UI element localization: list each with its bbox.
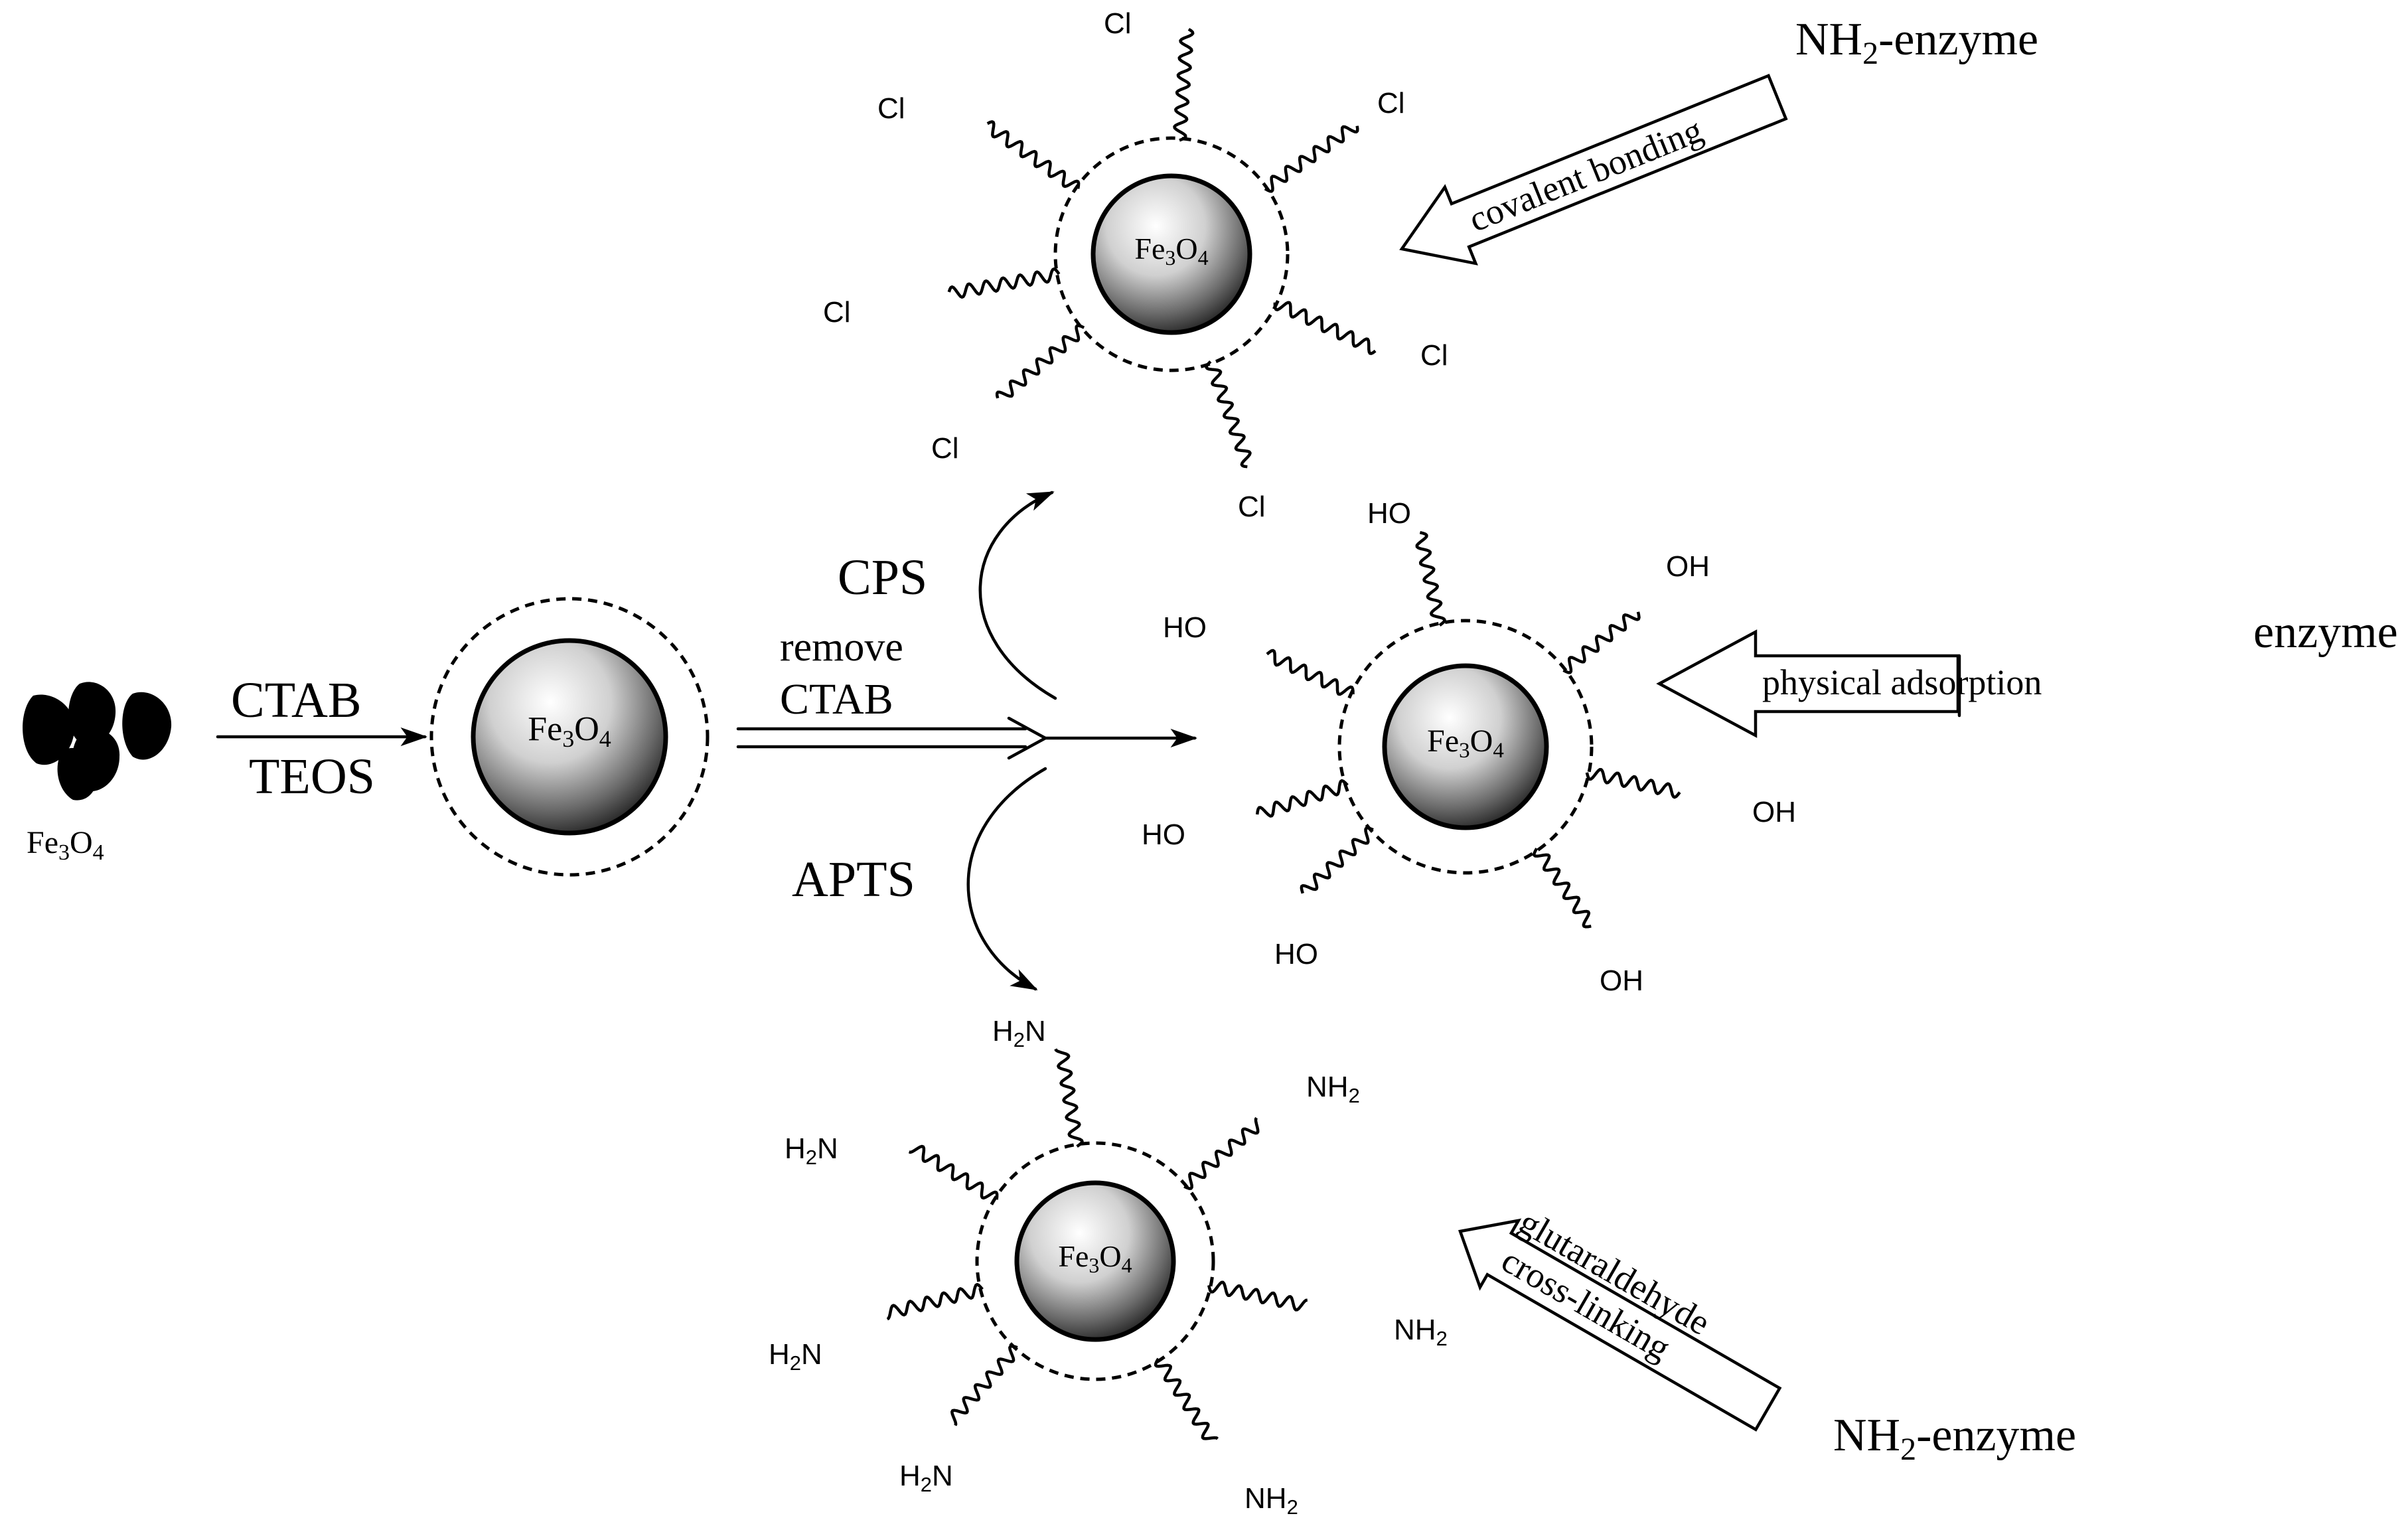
nh2-label-bottom: NH2 bbox=[1244, 1482, 1298, 1519]
amino-chains bbox=[886, 1048, 1308, 1440]
hydroxyl-chain-2 bbox=[1562, 611, 1641, 674]
physical-adsorption-arrow: physical adsorption bbox=[1656, 629, 2042, 738]
covalent-bonding-label: covalent bonding bbox=[1464, 110, 1708, 240]
cl-label-upper-left: Cl bbox=[877, 92, 905, 125]
chloro-chain-5 bbox=[1273, 301, 1377, 355]
coated-core-label: Fe3O4 bbox=[528, 710, 611, 752]
ho-label-top: HO bbox=[1367, 497, 1411, 530]
chloro-core-label: Fe3O4 bbox=[1134, 232, 1208, 269]
glutaraldehyde-arrow: glutaraldehyde cross-linking bbox=[1458, 1201, 1782, 1432]
hydroxyl-shell bbox=[1337, 619, 1594, 875]
chloro-chain-4 bbox=[947, 267, 1061, 299]
hydroxyl-chains bbox=[1255, 531, 1681, 929]
remove-label: remove bbox=[780, 625, 903, 670]
fe3o4-cluster-icon bbox=[23, 682, 172, 801]
amino-chain-2 bbox=[1183, 1116, 1260, 1190]
amino-chain-5 bbox=[1207, 1280, 1308, 1312]
hydroxyl-chain-4 bbox=[1255, 779, 1349, 818]
hydroxyl-core-label: Fe3O4 bbox=[1427, 724, 1504, 763]
chloro-chain-6 bbox=[995, 324, 1085, 399]
cps-curved-arrow bbox=[978, 491, 1057, 700]
ho-label-left: HO bbox=[1142, 818, 1185, 851]
silica-shell bbox=[429, 597, 710, 877]
amino-chain-3 bbox=[908, 1144, 999, 1200]
nh2-label-right: NH2 bbox=[1394, 1314, 1448, 1350]
amino-chain-6 bbox=[950, 1344, 1018, 1426]
chloro-chain-1 bbox=[1173, 28, 1195, 142]
double-arrow bbox=[736, 716, 1047, 760]
chloro-chains bbox=[947, 28, 1377, 469]
ho-label-upper-left: HO bbox=[1163, 611, 1207, 644]
ho-label-lower-left: HO bbox=[1274, 938, 1318, 970]
chloro-shell bbox=[1053, 136, 1290, 372]
h2n-label-top: H2N bbox=[992, 1015, 1046, 1051]
apts-curved-arrow bbox=[966, 767, 1047, 991]
chloro-chain-2 bbox=[986, 120, 1081, 189]
cps-label: CPS bbox=[838, 550, 927, 605]
amino-core-label: Fe3O4 bbox=[1058, 1239, 1132, 1277]
raw-fe3o4-label: Fe3O4 bbox=[27, 825, 104, 865]
amino-chain-1 bbox=[1054, 1048, 1084, 1148]
hollow-arrow-icon bbox=[1399, 74, 1788, 266]
cl-label-lower-left: Cl bbox=[931, 432, 959, 465]
hydroxyl-chain-1 bbox=[1415, 531, 1446, 627]
oh-label-bottom: OH bbox=[1600, 964, 1643, 997]
nh2-label-upper-right: NH2 bbox=[1306, 1071, 1360, 1107]
h2n-label-upper-left: H2N bbox=[785, 1132, 838, 1169]
apts-label: APTS bbox=[792, 852, 915, 907]
hydroxyl-chain-6 bbox=[1300, 826, 1374, 894]
amino-chain-4 bbox=[886, 1282, 984, 1321]
oh-label-upper-right: OH bbox=[1666, 550, 1710, 583]
physical-adsorption-label: physical adsorption bbox=[1762, 662, 2042, 702]
hydroxyl-chain-3 bbox=[1266, 649, 1355, 696]
hollow-arrow-icon bbox=[1458, 1218, 1782, 1432]
chloro-core bbox=[1091, 173, 1252, 335]
amino-chain-7 bbox=[1154, 1357, 1219, 1440]
amino-core bbox=[1014, 1180, 1176, 1342]
amino-functionalized-particle: Fe3O4 H2N NH2 H2N H2N NH2 H2N NH2 bbox=[769, 1015, 1448, 1519]
chloro-chain-3 bbox=[1264, 125, 1359, 193]
hydroxyl-core bbox=[1382, 663, 1549, 830]
coated-nanoparticle: Fe3O4 bbox=[429, 597, 710, 877]
nh2-enzyme-label-bottom: NH2-enzyme bbox=[1833, 1410, 2076, 1467]
enzyme-label: enzyme bbox=[2253, 607, 2398, 658]
hydroxyl-chain-7 bbox=[1533, 848, 1592, 929]
covalent-bonding-arrow: covalent bonding bbox=[1399, 74, 1788, 266]
h2n-label-left: H2N bbox=[769, 1338, 822, 1375]
remove-ctab-label: CTAB bbox=[780, 675, 893, 724]
fe3o4-core bbox=[471, 638, 668, 836]
chloro-chain-7 bbox=[1205, 360, 1252, 469]
chloro-functionalized-particle: Fe3O4 Cl Cl Cl Cl Cl Cl Cl bbox=[823, 7, 1448, 523]
oh-label-right: OH bbox=[1752, 796, 1796, 828]
nh2-enzyme-label-top: NH2-enzyme bbox=[1795, 14, 2038, 71]
hydroxyl-chain-5 bbox=[1585, 768, 1681, 799]
cl-label-left: Cl bbox=[823, 296, 851, 329]
cl-label-bottom: Cl bbox=[1238, 491, 1266, 523]
cl-label-top: Cl bbox=[1104, 7, 1132, 40]
teos-label: TEOS bbox=[249, 749, 375, 804]
ctab-label: CTAB bbox=[231, 672, 362, 728]
amino-shell bbox=[975, 1141, 1215, 1381]
hydroxyl-functionalized-particle: Fe3O4 HO OH HO HO OH HO OH bbox=[1142, 497, 1796, 997]
cl-label-upper-right: Cl bbox=[1377, 87, 1405, 119]
h2n-label-lower-left: H2N bbox=[899, 1460, 953, 1496]
cl-label-right: Cl bbox=[1420, 339, 1448, 372]
